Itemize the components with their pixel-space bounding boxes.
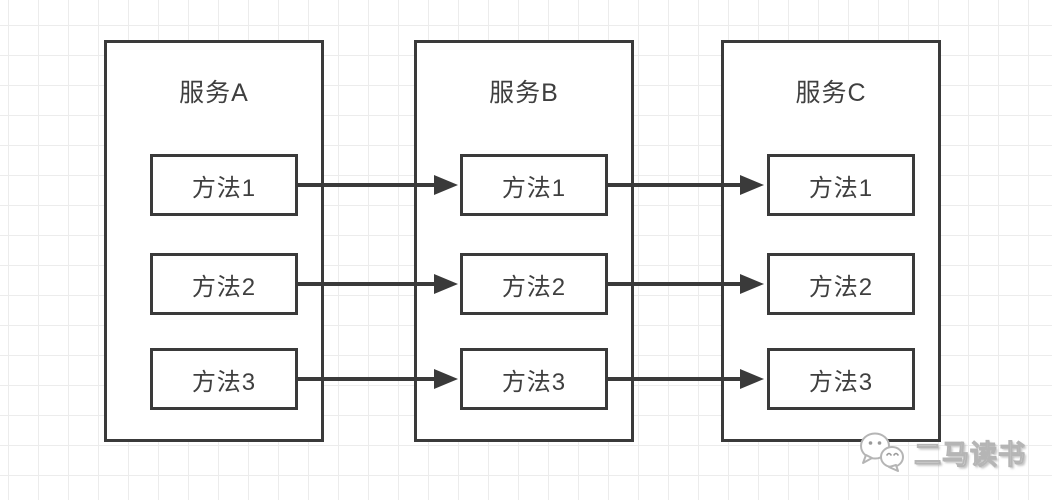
service-c-title: 服务C [795, 79, 867, 107]
service-b-method-3: 方法3 [460, 348, 608, 410]
service-b-method-2: 方法2 [460, 253, 608, 315]
arrow-b-to-c-method3 [607, 369, 764, 389]
arrow-a-to-b-method1 [296, 175, 458, 195]
arrow-a-to-b-method3 [296, 369, 458, 389]
service-c-method-2: 方法2 [767, 253, 915, 315]
service-a-method-2: 方法2 [150, 253, 298, 315]
service-c-method-3: 方法3 [767, 348, 915, 410]
service-b-method-1: 方法1 [460, 154, 608, 216]
service-box-a: 服务A 方法1 方法2 方法3 [104, 40, 324, 442]
service-b-title: 服务B [489, 79, 559, 107]
arrow-b-to-c-method1 [607, 175, 764, 195]
service-a-method-1: 方法1 [150, 154, 298, 216]
watermark-text: 二马读书 [914, 439, 1026, 470]
service-c-method-1: 方法1 [767, 154, 915, 216]
service-a-title: 服务A [179, 79, 249, 107]
service-a-method-3: 方法3 [150, 348, 298, 410]
wechat-chat-bubbles-icon [860, 432, 904, 472]
arrow-b-to-c-method2 [607, 274, 764, 294]
watermark: 二马读书 [858, 431, 1026, 473]
arrow-a-to-b-method2 [296, 274, 458, 294]
